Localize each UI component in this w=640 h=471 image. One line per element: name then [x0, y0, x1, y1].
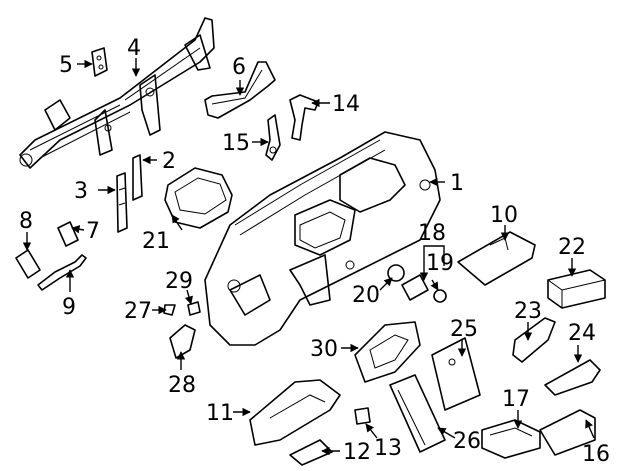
bracket-14 — [289, 94, 319, 141]
callout-labels: 1 2 3 4 5 6 7 8 9 10 11 12 13 14 15 16 1… — [19, 36, 610, 467]
cover-25 — [431, 337, 481, 411]
callout-9: 9 — [62, 295, 76, 320]
callout-4: 4 — [127, 36, 141, 61]
duct-7 — [57, 221, 79, 247]
cross-car-beam — [19, 17, 215, 169]
callout-24: 24 — [568, 321, 596, 346]
panel-10 — [457, 231, 536, 286]
callout-12: 12 — [343, 440, 371, 465]
callout-7: 7 — [86, 219, 100, 244]
duct-8 — [15, 249, 41, 279]
airbag-module — [164, 167, 233, 229]
cluster-bezel-30 — [354, 321, 421, 383]
callout-30: 30 — [310, 337, 338, 362]
callout-8: 8 — [19, 209, 33, 234]
pocket-22 — [547, 269, 606, 309]
glove-box-26 — [389, 374, 446, 453]
trim-24 — [544, 359, 601, 396]
callout-16: 16 — [582, 442, 610, 467]
callout-20: 20 — [352, 283, 380, 308]
support-bracket-6 — [204, 61, 276, 119]
callout-19: 19 — [426, 251, 454, 276]
callout-25: 25 — [450, 317, 478, 342]
side-trim-3 — [116, 172, 128, 233]
mounting-bracket-5 — [91, 47, 108, 77]
callout-15: 15 — [222, 131, 250, 156]
clip-29 — [187, 301, 201, 316]
clip-13 — [354, 407, 371, 425]
callout-26: 26 — [453, 429, 481, 454]
callout-2: 2 — [162, 149, 176, 174]
switch-18 — [401, 274, 429, 301]
rod-9 — [37, 254, 87, 291]
bezel-23 — [512, 317, 556, 363]
callout-11: 11 — [206, 401, 234, 426]
callout-22: 22 — [558, 235, 586, 260]
callout-1: 1 — [450, 171, 464, 196]
callout-13: 13 — [374, 436, 402, 461]
switch-19 — [433, 289, 447, 303]
callout-17: 17 — [502, 387, 530, 412]
callout-5: 5 — [59, 53, 73, 78]
cover-12 — [289, 439, 333, 466]
callout-10: 10 — [490, 203, 518, 228]
leader-lines — [22, 58, 595, 456]
callout-29: 29 — [165, 269, 193, 294]
callout-27: 27 — [124, 299, 152, 324]
callout-23: 23 — [514, 299, 542, 324]
callout-18: 18 — [418, 221, 446, 246]
callout-21: 21 — [142, 229, 170, 254]
callout-6: 6 — [232, 55, 246, 80]
handle-28 — [169, 324, 196, 359]
bracket-15 — [265, 114, 281, 161]
instrument-panel — [204, 131, 441, 346]
callout-3: 3 — [74, 179, 88, 204]
switch-20 — [387, 264, 405, 282]
side-trim-2 — [132, 154, 143, 201]
under-cover-11 — [249, 379, 341, 446]
bracket-16 — [539, 409, 596, 456]
module-17 — [481, 419, 541, 459]
callout-28: 28 — [168, 373, 196, 398]
callout-14: 14 — [332, 92, 360, 117]
